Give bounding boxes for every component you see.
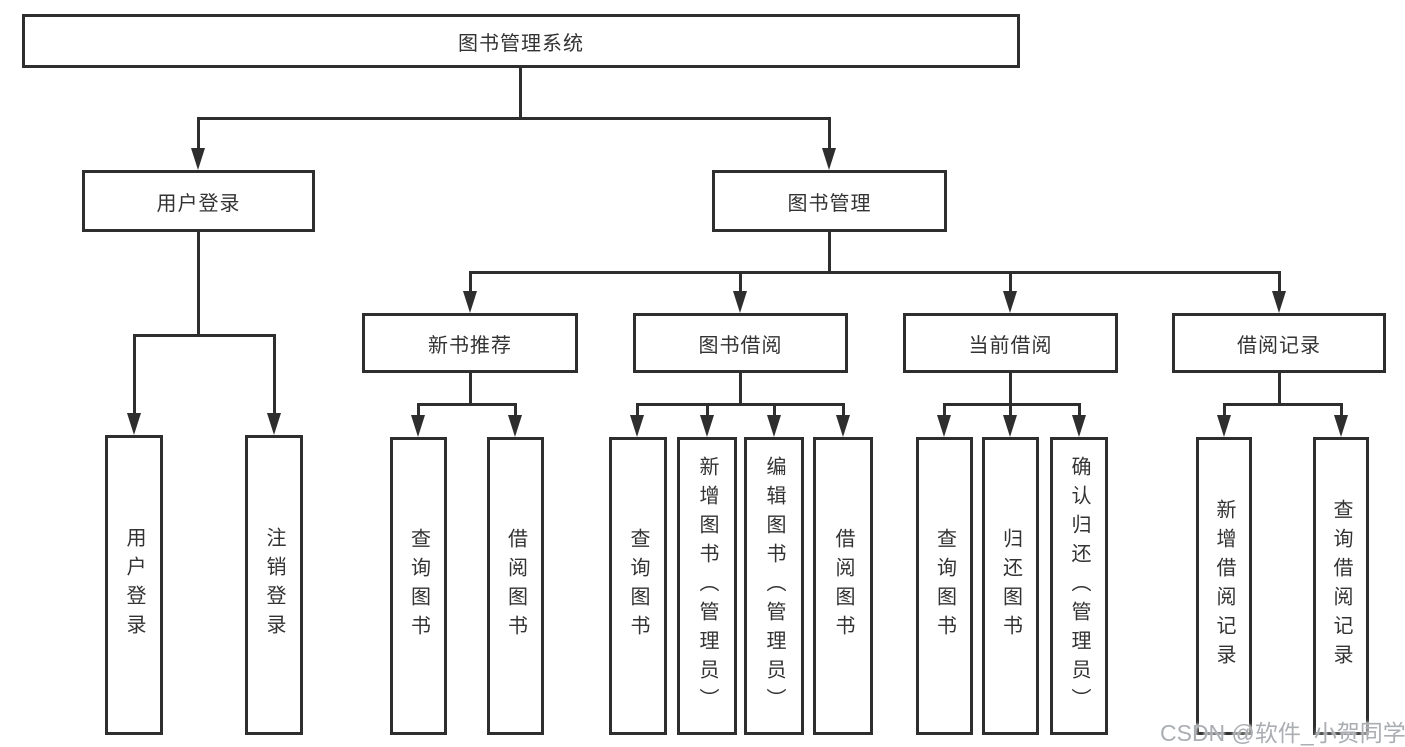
leaf-confirm-return-admin-label: 确认归还（管理员） [1068, 455, 1090, 717]
connector-line [773, 403, 776, 421]
connector-line [636, 403, 639, 421]
connector-line [1340, 403, 1343, 421]
leaf-logout-label: 注销登录 [263, 527, 285, 643]
leaf-add-borrow-record-label: 新增借阅记录 [1213, 499, 1235, 673]
connector-line [1009, 373, 1012, 406]
arrowhead-icon [1217, 415, 1231, 437]
connector-line [417, 403, 517, 406]
node-borrow-record: 借阅记录 [1172, 313, 1386, 373]
connector-line [417, 403, 420, 421]
arrowhead-icon [1072, 415, 1086, 437]
leaf-borrow-books-1-label: 借阅图书 [504, 528, 527, 644]
leaf-user-login-label: 用户登录 [123, 527, 145, 643]
connector-line [519, 68, 522, 118]
connector-line [273, 334, 276, 418]
connector-line [1078, 403, 1081, 421]
node-user-login: 用户登录 [82, 170, 315, 232]
node-root-label: 图书管理系统 [458, 32, 584, 55]
node-user-login-label: 用户登录 [156, 192, 241, 215]
connector-line [739, 373, 742, 406]
leaf-user-login: 用户登录 [105, 435, 163, 735]
arrowhead-icon [700, 415, 714, 437]
csdn-watermark: CSDN @软件_小贺同学 [1160, 720, 1405, 746]
arrowhead-icon [836, 415, 850, 437]
connector-line [943, 403, 1081, 406]
leaf-add-book-admin: 新增图书（管理员） [677, 437, 737, 735]
connector-line [514, 403, 517, 421]
node-book-borrow-label: 图书借阅 [698, 334, 783, 357]
arrowhead-icon [937, 415, 951, 437]
leaf-edit-book-admin: 编辑图书（管理员） [744, 437, 804, 735]
arrowhead-icon [411, 415, 425, 437]
arrowhead-icon [508, 415, 522, 437]
leaf-logout: 注销登录 [245, 435, 303, 735]
connector-line [197, 232, 200, 337]
node-new-book-recommend-label: 新书推荐 [428, 334, 512, 357]
connector-line [828, 232, 831, 274]
node-book-borrow: 图书借阅 [633, 313, 848, 373]
node-current-borrow: 当前借阅 [903, 313, 1118, 373]
connector-line [469, 373, 472, 406]
connector-line [1223, 403, 1341, 406]
connector-line [469, 271, 472, 296]
leaf-query-books-3: 查询图书 [916, 437, 973, 735]
connector-line [197, 117, 200, 153]
connector-line [469, 271, 1281, 274]
leaf-add-borrow-record: 新增借阅记录 [1196, 437, 1252, 735]
leaf-borrow-books-2-label: 借阅图书 [832, 528, 854, 644]
connector-line [133, 334, 276, 337]
arrowhead-icon [463, 291, 477, 313]
arrowhead-icon [191, 148, 205, 170]
arrowhead-icon [267, 413, 281, 435]
node-borrow-record-label: 借阅记录 [1237, 334, 1321, 357]
leaf-confirm-return-admin: 确认归还（管理员） [1050, 437, 1108, 735]
leaf-query-borrow-record-label: 查询借阅记录 [1330, 499, 1352, 673]
arrowhead-icon [630, 415, 644, 437]
connector-line [1009, 403, 1012, 421]
leaf-return-books-label: 归还图书 [999, 528, 1022, 644]
arrowhead-icon [822, 148, 836, 170]
leaf-edit-book-admin-label: 编辑图书（管理员） [763, 455, 785, 717]
leaf-return-books: 归还图书 [982, 437, 1039, 735]
connector-line [636, 403, 845, 406]
connector-line [943, 403, 946, 421]
node-root: 图书管理系统 [22, 14, 1020, 68]
leaf-query-borrow-record: 查询借阅记录 [1313, 437, 1369, 735]
connector-line [1278, 271, 1281, 296]
connector-line [1278, 373, 1281, 406]
connector-line [1009, 271, 1012, 296]
leaf-query-books-1-label: 查询图书 [407, 528, 430, 644]
node-book-management-label: 图书管理 [787, 192, 872, 215]
arrowhead-icon [767, 415, 781, 437]
node-new-book-recommend: 新书推荐 [362, 313, 578, 373]
arrowhead-icon [1334, 415, 1348, 437]
arrowhead-icon [733, 291, 747, 313]
arrowhead-icon [127, 413, 141, 435]
connector-line [842, 403, 845, 421]
leaf-borrow-books-2: 借阅图书 [813, 437, 873, 735]
connector-line [706, 403, 709, 421]
arrowhead-icon [1003, 415, 1017, 437]
leaf-query-books-2: 查询图书 [609, 437, 667, 735]
leaf-borrow-books-1: 借阅图书 [487, 437, 544, 735]
leaf-add-book-admin-label: 新增图书（管理员） [696, 455, 718, 717]
connector-line [197, 117, 831, 120]
connector-line [739, 271, 742, 296]
node-current-borrow-label: 当前借阅 [968, 334, 1053, 357]
leaf-query-books-1: 查询图书 [390, 437, 447, 735]
connector-line [1223, 403, 1226, 421]
arrowhead-icon [1003, 291, 1017, 313]
connector-line [828, 117, 831, 153]
leaf-query-books-2-label: 查询图书 [627, 528, 649, 644]
arrowhead-icon [1272, 291, 1286, 313]
node-book-management: 图书管理 [712, 170, 947, 232]
connector-line [133, 334, 136, 418]
leaf-query-books-3-label: 查询图书 [933, 528, 956, 644]
